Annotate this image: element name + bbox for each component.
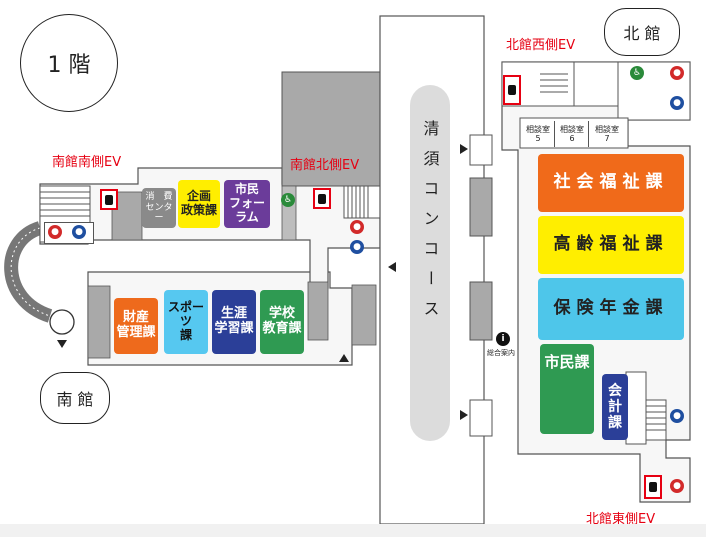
room-insurance-pension: 保険年金課: [538, 278, 684, 340]
floor-label-bubble: 1 階: [20, 14, 118, 112]
entrance-arrow-icon: [460, 144, 468, 154]
room-accounting: 会 計 課: [602, 374, 628, 440]
room-policy: 企画 政策課: [178, 180, 220, 228]
stair-landing-circle: [49, 309, 75, 335]
entrance-arrow-icon: [388, 262, 396, 272]
room-sports: スポーツ 課: [164, 290, 208, 354]
north-building-label: 北 館: [623, 24, 661, 43]
room-education: 学校 教育課: [260, 290, 304, 354]
room-consumer-center: 消 費 センター: [142, 188, 176, 228]
male-toilet-icon: ●: [350, 240, 364, 254]
south-gray-block: [281, 71, 381, 187]
elevator-icon: [503, 75, 521, 105]
ev-label-south-north: 南館北側EV: [290, 158, 360, 173]
room-lifelong: 生涯 学習課: [212, 290, 256, 354]
entrance-arrow-icon: [460, 410, 468, 420]
female-toilet-icon: ●: [48, 225, 62, 239]
elevator-icon: [644, 475, 662, 499]
south-building-label-bubble: 南 館: [40, 372, 110, 424]
elevator-icon: [313, 188, 331, 209]
room-consult-7: 相談室 7: [590, 121, 624, 147]
concourse-label: 清須コンコース: [410, 120, 450, 330]
ev-label-south-south: 南館南側EV: [52, 155, 122, 170]
elevator-icon: [100, 189, 118, 210]
female-toilet-icon: ●: [670, 66, 684, 80]
ev-label-north-east: 北館東側EV: [586, 512, 656, 527]
north-building-label-bubble: 北 館: [604, 8, 680, 56]
room-citizen: 市民課: [540, 344, 594, 434]
information-icon: i: [496, 332, 510, 346]
room-social-welfare: 社会福祉課: [538, 154, 684, 212]
south-building-label: 南 館: [56, 390, 94, 409]
room-elderly-welfare: 高齢福祉課: [538, 216, 684, 274]
floor-label: 1 階: [47, 53, 91, 78]
accessible-toilet-icon: ♿: [281, 193, 295, 207]
male-toilet-icon: ●: [670, 96, 684, 110]
male-toilet-icon: ●: [670, 409, 684, 423]
concourse-text: 清須コンコース: [420, 120, 440, 330]
room-consult-5: 相談室 5: [522, 121, 555, 147]
south-lower-right-strip2: [351, 284, 377, 346]
concourse-band: [410, 85, 450, 441]
room-consult-6: 相談室 6: [556, 121, 589, 147]
entrance-arrow-icon: [339, 354, 349, 362]
room-property: 財産 管理課: [114, 298, 158, 354]
room-forum: 市民 フォーラム: [224, 180, 270, 228]
stairs-south-north: [343, 185, 381, 219]
male-toilet-icon: ●: [72, 225, 86, 239]
female-toilet-icon: ●: [670, 479, 684, 493]
info-desk-label: 総合案内: [487, 349, 515, 357]
south-lower-right-strip: [307, 281, 329, 341]
footer-bar: [0, 524, 706, 537]
ev-label-north-west: 北館西側EV: [506, 38, 576, 53]
female-toilet-icon: ●: [350, 220, 364, 234]
south-lower-left-strip: [87, 285, 111, 359]
accessible-toilet-icon: ♿: [630, 66, 644, 80]
entrance-arrow-icon: [57, 340, 67, 348]
